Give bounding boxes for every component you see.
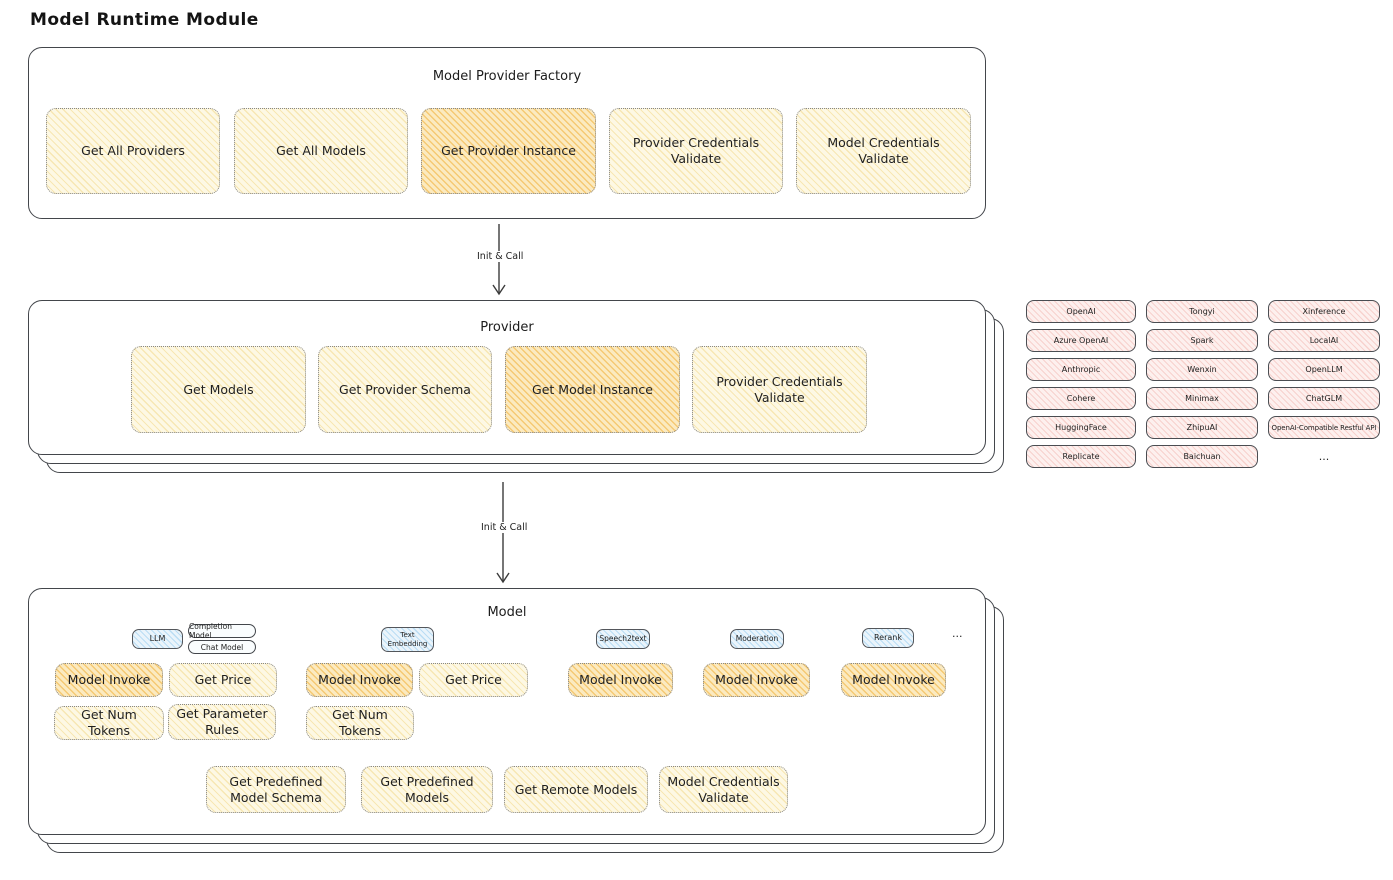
page-title: Model Runtime Module: [30, 10, 259, 30]
provider-pill-minimax: Minimax: [1146, 387, 1258, 410]
provider-title: Provider: [480, 320, 534, 335]
tag-llm: LLM: [132, 629, 183, 649]
model-box: Model LLM Completion Model Chat Model Te…: [28, 588, 986, 835]
provider-pill-replicate: Replicate: [1026, 445, 1136, 468]
op-get-price-llm: Get Price: [169, 663, 277, 697]
tag-rerank: Rerank: [862, 628, 914, 648]
tag-text-embedding: Text Embedding: [381, 627, 434, 652]
provider-pill-anthropic: Anthropic: [1026, 358, 1136, 381]
provider-pill-xinference: Xinference: [1268, 300, 1380, 323]
tag-speech2text: Speech2text: [596, 629, 650, 649]
op-get-provider-schema: Get Provider Schema: [318, 346, 492, 433]
provider-pill-openllm: OpenLLM: [1268, 358, 1380, 381]
op-model-invoke-llm: Model Invoke: [55, 663, 163, 697]
op-provider-credentials-validate-2: Provider Credentials Validate: [692, 346, 867, 433]
op-model-credentials-validate-2: Model Credentials Validate: [659, 766, 788, 813]
op-get-remote-models: Get Remote Models: [504, 766, 648, 813]
op-model-invoke-speech2text: Model Invoke: [568, 663, 673, 697]
model-tags-ellipsis: ...: [952, 627, 963, 640]
arrow-label-init-call-1: Init & Call: [473, 251, 528, 262]
op-model-invoke-rerank: Model Invoke: [841, 663, 946, 697]
provider-pill-azure-openai: Azure OpenAI: [1026, 329, 1136, 352]
op-get-provider-instance: Get Provider Instance: [421, 108, 596, 194]
provider-pill-chatglm: ChatGLM: [1268, 387, 1380, 410]
op-model-invoke-embedding: Model Invoke: [306, 663, 413, 697]
op-get-num-tokens-llm: Get Num Tokens: [54, 706, 164, 740]
model-title: Model: [487, 605, 527, 620]
factory-box: Model Provider Factory Get All Providers…: [28, 47, 986, 219]
provider-pill-cohere: Cohere: [1026, 387, 1136, 410]
op-get-price-embedding: Get Price: [419, 663, 528, 697]
providers-ellipsis: ...: [1318, 450, 1330, 463]
factory-title: Model Provider Factory: [432, 69, 582, 84]
op-get-num-tokens-embedding: Get Num Tokens: [306, 706, 414, 740]
tag-chat-model: Chat Model: [188, 640, 256, 654]
arrow-provider-to-model: [495, 482, 511, 588]
op-model-invoke-moderation: Model Invoke: [703, 663, 810, 697]
op-get-parameter-rules: Get Parameter Rules: [168, 704, 276, 740]
provider-pill-wenxin: Wenxin: [1146, 358, 1258, 381]
provider-pill-spark: Spark: [1146, 329, 1258, 352]
op-get-predefined-models: Get Predefined Models: [361, 766, 493, 813]
op-get-predefined-model-schema: Get Predefined Model Schema: [206, 766, 346, 813]
provider-pill-zhipuai: ZhipuAI: [1146, 416, 1258, 439]
op-get-all-providers: Get All Providers: [46, 108, 220, 194]
provider-pill-baichuan: Baichuan: [1146, 445, 1258, 468]
providers-grid: OpenAI Tongyi Xinference Azure OpenAI Sp…: [1026, 300, 1380, 468]
provider-pill-huggingface: HuggingFace: [1026, 416, 1136, 439]
arrow-label-init-call-2: Init & Call: [477, 522, 532, 533]
provider-pill-tongyi: Tongyi: [1146, 300, 1258, 323]
op-provider-credentials-validate: Provider Credentials Validate: [609, 108, 783, 194]
tag-moderation: Moderation: [730, 629, 784, 649]
provider-box: Provider Get Models Get Provider Schema …: [28, 300, 986, 455]
op-model-credentials-validate: Model Credentials Validate: [796, 108, 971, 194]
op-get-model-instance: Get Model Instance: [505, 346, 680, 433]
provider-pill-openai: OpenAI: [1026, 300, 1136, 323]
provider-pill-openai-compatible: OpenAI-Compatible Restful API: [1268, 416, 1380, 439]
provider-pill-localai: LocalAI: [1268, 329, 1380, 352]
tag-completion-model: Completion Model: [188, 622, 256, 640]
op-get-all-models: Get All Models: [234, 108, 408, 194]
arrow-factory-to-provider: [491, 224, 507, 300]
op-get-models: Get Models: [131, 346, 306, 433]
